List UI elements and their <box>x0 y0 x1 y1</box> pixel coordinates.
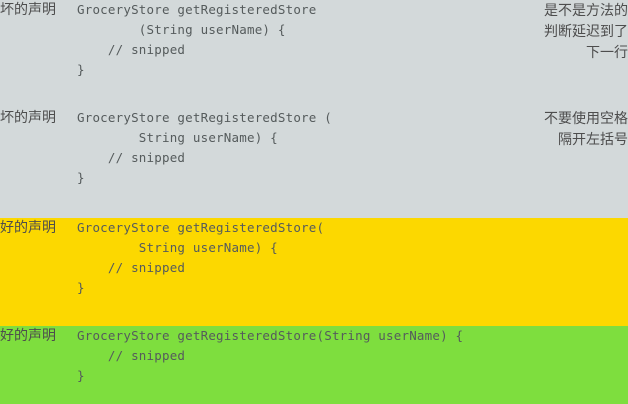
code-snippet: GroceryStore getRegisteredStore ( String… <box>77 110 332 185</box>
row-label: 坏的声明 <box>0 0 77 108</box>
row-label: 坏的声明 <box>0 108 77 218</box>
code-snippet: GroceryStore getRegisteredStore(String u… <box>77 328 464 383</box>
table-row: 好的声明 GroceryStore getRegisteredStore( St… <box>0 218 628 326</box>
row-label: 好的声明 <box>0 326 77 404</box>
code-snippet: GroceryStore getRegisteredStore (String … <box>77 2 317 77</box>
table-row: 坏的声明 GroceryStore getRegisteredStore ( S… <box>0 108 628 218</box>
row-note <box>533 218 628 326</box>
row-code-cell: GroceryStore getRegisteredStore( String … <box>77 218 533 326</box>
code-snippet: GroceryStore getRegisteredStore( String … <box>77 220 325 295</box>
row-note: 不要使用空格隔开左括号 <box>533 108 628 218</box>
row-note: 是不是方法的判断延迟到了下一行 <box>533 0 628 108</box>
row-code-cell: GroceryStore getRegisteredStore ( String… <box>77 108 533 218</box>
row-note <box>533 326 628 404</box>
row-code-cell: GroceryStore getRegisteredStore(String u… <box>77 326 533 404</box>
row-code-cell: GroceryStore getRegisteredStore (String … <box>77 0 533 108</box>
row-label: 好的声明 <box>0 218 77 326</box>
table-row: 坏的声明 GroceryStore getRegisteredStore (St… <box>0 0 628 108</box>
table-row: 好的声明 GroceryStore getRegisteredStore(Str… <box>0 326 628 404</box>
